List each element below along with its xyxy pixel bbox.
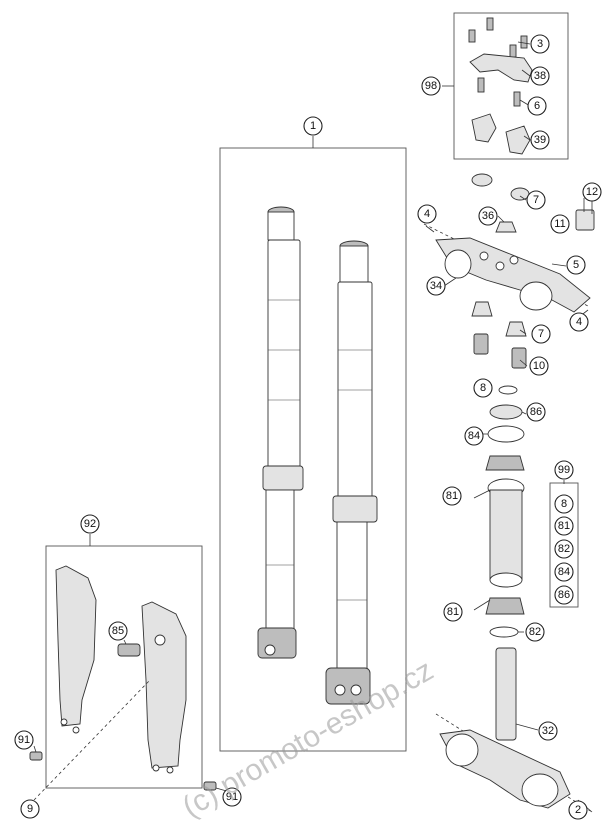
callout-4-lower[interactable]: 4 xyxy=(569,312,589,332)
callout-6[interactable]: 6 xyxy=(527,96,547,116)
svg-text:10: 10 xyxy=(533,360,545,372)
kit-99-item-84[interactable]: 84 xyxy=(554,562,574,582)
callout-86[interactable]: 86 xyxy=(526,402,546,422)
callout-85[interactable]: 85 xyxy=(108,621,128,641)
svg-text:4: 4 xyxy=(424,208,430,220)
callout-12[interactable]: 12 xyxy=(582,182,602,202)
fork-leg-right xyxy=(325,240,378,705)
callout-2[interactable]: 2 xyxy=(568,800,588,820)
svg-text:4: 4 xyxy=(576,316,582,328)
svg-text:99: 99 xyxy=(558,464,570,476)
callout-81-upper[interactable]: 81 xyxy=(442,486,462,506)
svg-text:86: 86 xyxy=(558,589,570,601)
callout-32[interactable]: 32 xyxy=(538,721,558,741)
callout-7-upper[interactable]: 7 xyxy=(526,190,546,210)
protector-clip xyxy=(117,643,141,657)
svg-text:81: 81 xyxy=(446,490,458,502)
callout-8[interactable]: 8 xyxy=(473,378,493,398)
callout-36[interactable]: 36 xyxy=(478,206,498,226)
svg-text:38: 38 xyxy=(534,70,546,82)
svg-text:2: 2 xyxy=(575,804,581,816)
callout-81-lower[interactable]: 81 xyxy=(443,602,463,622)
callout-91-left[interactable]: 91 xyxy=(14,730,34,750)
callout-34[interactable]: 34 xyxy=(426,276,446,296)
upper-triple-clamp xyxy=(423,173,595,313)
svg-text:5: 5 xyxy=(573,259,579,271)
svg-text:6: 6 xyxy=(534,100,540,112)
fork-protector-frame xyxy=(45,545,203,789)
callout-9[interactable]: 9 xyxy=(20,799,40,819)
kit-99-item-8[interactable]: 8 xyxy=(554,494,574,514)
kit-99-item-81[interactable]: 81 xyxy=(554,516,574,536)
clamp-kit-parts xyxy=(468,17,533,155)
callout-91-right[interactable]: 91 xyxy=(222,787,242,807)
callout-11[interactable]: 11 xyxy=(550,214,570,234)
svg-text:85: 85 xyxy=(112,625,124,637)
callout-7-lower[interactable]: 7 xyxy=(531,324,551,344)
svg-text:36: 36 xyxy=(482,210,494,222)
svg-text:91: 91 xyxy=(226,791,238,803)
svg-text:84: 84 xyxy=(468,430,480,442)
svg-text:11: 11 xyxy=(554,218,565,230)
callout-1[interactable]: 1 xyxy=(303,116,323,136)
svg-text:92: 92 xyxy=(84,518,96,530)
kit-99-item-86[interactable]: 86 xyxy=(554,585,574,605)
screw-91-left xyxy=(29,751,43,761)
kit-99-item-82[interactable]: 82 xyxy=(554,539,574,559)
svg-text:8: 8 xyxy=(480,382,486,394)
svg-text:34: 34 xyxy=(430,280,442,292)
callout-92[interactable]: 92 xyxy=(80,514,100,534)
watermark: (c) promoto-eshop.cz xyxy=(177,654,439,824)
svg-text:1: 1 xyxy=(310,120,316,132)
callout-99[interactable]: 99 xyxy=(554,460,574,480)
svg-text:82: 82 xyxy=(558,543,570,555)
callout-4-upper[interactable]: 4 xyxy=(417,204,437,224)
fork-assembly-frame xyxy=(219,147,407,752)
svg-text:9: 9 xyxy=(27,803,33,815)
callout-82[interactable]: 82 xyxy=(525,622,545,642)
svg-text:7: 7 xyxy=(533,194,539,206)
callout-84[interactable]: 84 xyxy=(464,426,484,446)
svg-text:86: 86 xyxy=(530,406,542,418)
fork-leg-left xyxy=(257,206,304,659)
fork-protector-right xyxy=(141,601,187,774)
svg-text:32: 32 xyxy=(542,725,554,737)
svg-text:39: 39 xyxy=(534,134,546,146)
svg-text:3: 3 xyxy=(537,38,543,50)
svg-text:81: 81 xyxy=(447,606,459,618)
svg-text:81: 81 xyxy=(558,520,570,532)
callout-39[interactable]: 39 xyxy=(530,130,550,150)
fork-protector-left xyxy=(55,565,97,734)
svg-text:7: 7 xyxy=(538,328,544,340)
bushings-lower xyxy=(471,301,527,369)
svg-text:91: 91 xyxy=(18,734,30,746)
svg-text:84: 84 xyxy=(558,566,570,578)
steering-bearing-stack xyxy=(485,385,525,638)
callout-38[interactable]: 38 xyxy=(530,66,550,86)
svg-text:12: 12 xyxy=(586,186,598,198)
callout-5[interactable]: 5 xyxy=(566,255,586,275)
callout-10[interactable]: 10 xyxy=(529,356,549,376)
callout-3[interactable]: 3 xyxy=(530,34,550,54)
svg-text:98: 98 xyxy=(425,80,437,92)
svg-text:82: 82 xyxy=(529,626,541,638)
screw-91-right xyxy=(203,781,217,791)
lower-triple-clamp xyxy=(435,647,593,813)
svg-text:8: 8 xyxy=(561,498,567,510)
callout-98[interactable]: 98 xyxy=(421,76,441,96)
